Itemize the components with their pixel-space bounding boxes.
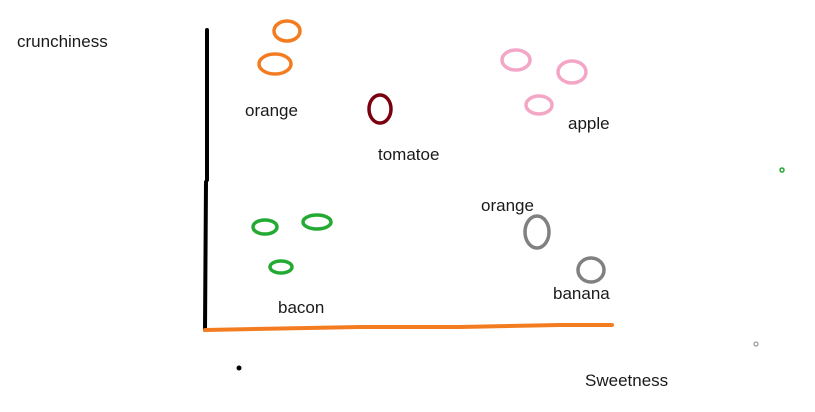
bacon-ellipse	[301, 213, 333, 231]
banana-ellipse	[576, 256, 606, 284]
apple-ellipse	[524, 94, 554, 116]
label-orange-mid: orange	[481, 196, 534, 215]
orange-mid-ellipse	[523, 214, 551, 250]
label-apple: apple	[568, 114, 610, 133]
y-axis-line	[203, 28, 209, 332]
bacon-ellipse	[251, 218, 279, 236]
orange-ellipse	[257, 52, 293, 76]
label-bacon: bacon	[278, 298, 324, 317]
bacon-ellipse	[268, 259, 294, 275]
stray-black-dot	[236, 365, 242, 371]
apple-ellipse	[500, 48, 532, 72]
apple-ellipse	[556, 59, 588, 85]
stray-green-dot	[779, 167, 785, 173]
label-orange-top: orange	[245, 101, 298, 120]
stray-gray-dot	[753, 341, 759, 347]
x-axis-label: Sweetness	[585, 371, 668, 390]
orange-ellipse	[272, 19, 302, 43]
label-tomato: tomatoe	[378, 145, 439, 164]
y-axis-label: crunchiness	[17, 32, 108, 51]
label-banana: banana	[553, 284, 610, 303]
x-axis-line	[203, 323, 614, 332]
tomato-ellipse	[367, 93, 393, 125]
